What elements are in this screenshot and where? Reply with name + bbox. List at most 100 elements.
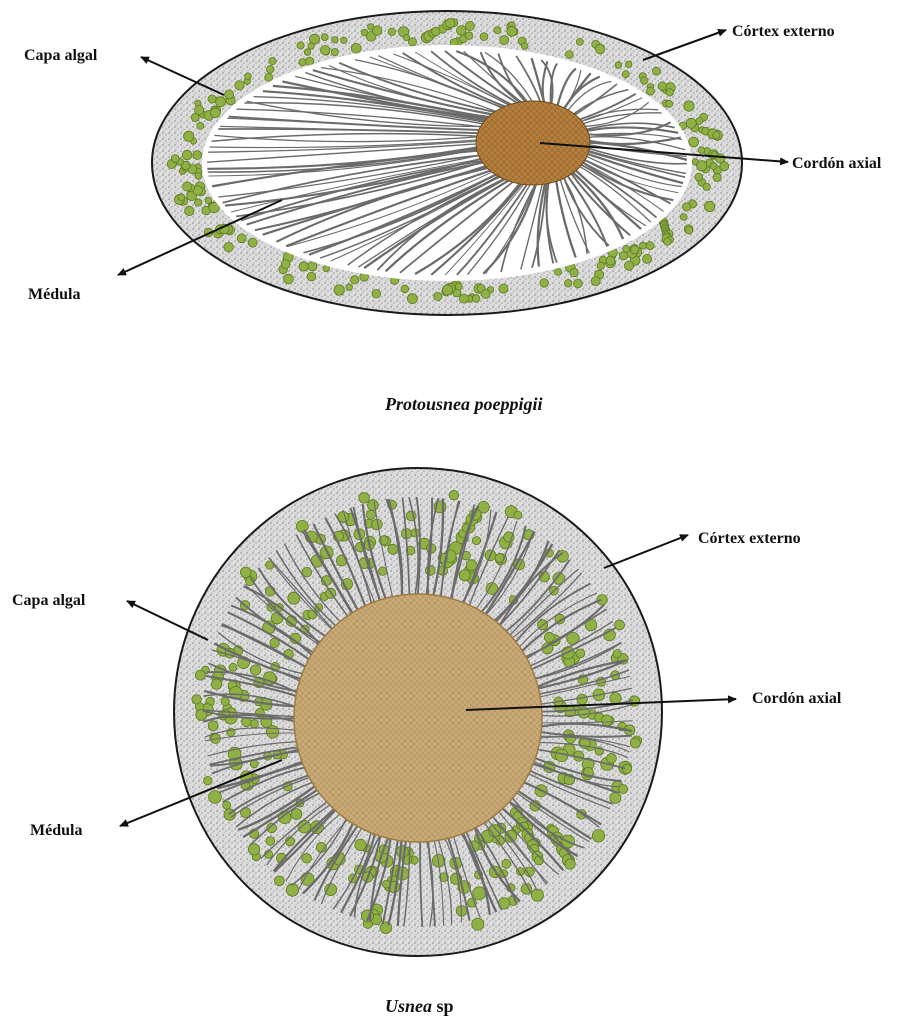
algal-cell [643,254,652,263]
algal-cell [266,726,279,739]
algal-cell [248,238,257,247]
algal-cell [664,238,671,245]
algal-cell [607,754,617,764]
algal-cell [388,28,395,35]
algal-cell [615,62,622,69]
algal-cell [208,721,218,731]
algal-cell [195,173,202,180]
algal-cell [592,830,604,842]
algal-cell [684,101,694,111]
species-name-bottom: Usnea [385,996,432,1016]
protousnea-panel: Córtex externo Capa algal Cordón axial M… [24,11,882,414]
algal-cell [245,73,252,80]
algal-cell [311,821,324,834]
algal-cell [658,82,666,90]
algal-cell [689,137,699,147]
algal-cell [221,697,229,705]
algal-cell [355,839,366,850]
algal-cell [269,58,276,65]
algal-cell [331,49,338,56]
species-caption-bottom: Usnea sp [385,996,454,1016]
algal-cell [555,268,562,275]
algal-cell [373,26,382,35]
algal-cell [403,34,409,40]
algal-cell [211,679,221,689]
algal-cell [610,792,621,803]
species-suffix-bottom: sp [432,996,454,1016]
arrow-cortex-bottom [604,535,688,568]
algal-cell [351,43,361,53]
algal-cell [455,283,462,290]
algal-cell [325,884,337,896]
label-algal-bottom: Capa algal [12,592,86,609]
algal-cell [646,87,654,95]
algal-cell [507,26,517,36]
algal-cell [193,151,202,160]
algal-cell [275,876,285,886]
algal-cell [710,163,717,170]
algal-cell [713,173,721,181]
algal-cell [720,162,729,171]
algal-cell [459,570,470,581]
algal-cell [646,242,654,250]
algal-cell [713,132,720,139]
algal-cell [184,131,194,141]
algal-cell [500,36,509,45]
algal-cell [531,889,543,901]
algal-cell [576,649,585,658]
algal-cell [480,33,488,41]
algal-cell [619,785,628,794]
axial-cord-top [476,101,590,185]
species-caption-top: Protousnea poeppigii [384,394,543,414]
algal-cell [521,43,528,50]
algal-cell [624,261,633,270]
algal-cell [225,90,234,99]
algal-cell [332,37,338,43]
algal-cell [308,262,317,271]
algal-cell [622,71,629,78]
algal-cell [197,122,204,129]
algal-cell [204,776,213,785]
algal-cell [307,272,316,281]
algal-cell [623,245,630,252]
algal-cell [195,670,205,680]
label-medulla-top: Médula [28,286,80,303]
algal-cell [601,715,612,726]
algal-cell [321,34,328,41]
algal-cell [704,201,714,211]
axial-cord-bottom [294,594,542,842]
algal-cell [613,650,621,658]
algal-cell [442,285,452,295]
algal-cell [281,260,290,269]
algal-cell [308,610,317,619]
algal-cell [682,203,690,211]
algal-cell [465,32,473,40]
algal-cell [473,887,486,900]
algal-cell [626,61,632,67]
algal-cell [291,809,302,820]
algal-cell [564,280,572,288]
algal-cell [466,560,477,571]
algal-cell [266,66,274,74]
algal-cell [286,884,298,896]
species-name-top: Protousnea poeppigii [384,394,543,414]
algal-cell [695,173,703,181]
algal-cell [397,846,409,858]
algal-cell [224,243,233,252]
algal-cell [192,695,201,704]
algal-cell [299,262,308,271]
algal-cell [296,520,308,532]
algal-cell [472,295,480,303]
algal-cell [685,227,692,234]
algal-cell [388,544,398,554]
label-axial-bottom: Cordón axial [752,690,842,707]
algal-cell [401,285,409,293]
algal-cell [502,859,511,868]
algal-cell [297,42,304,49]
algal-cell [566,51,574,59]
algal-cell [284,274,294,284]
algal-cell [341,37,347,43]
label-axial-top: Cordón axial [792,155,882,172]
algal-cell [544,632,554,642]
